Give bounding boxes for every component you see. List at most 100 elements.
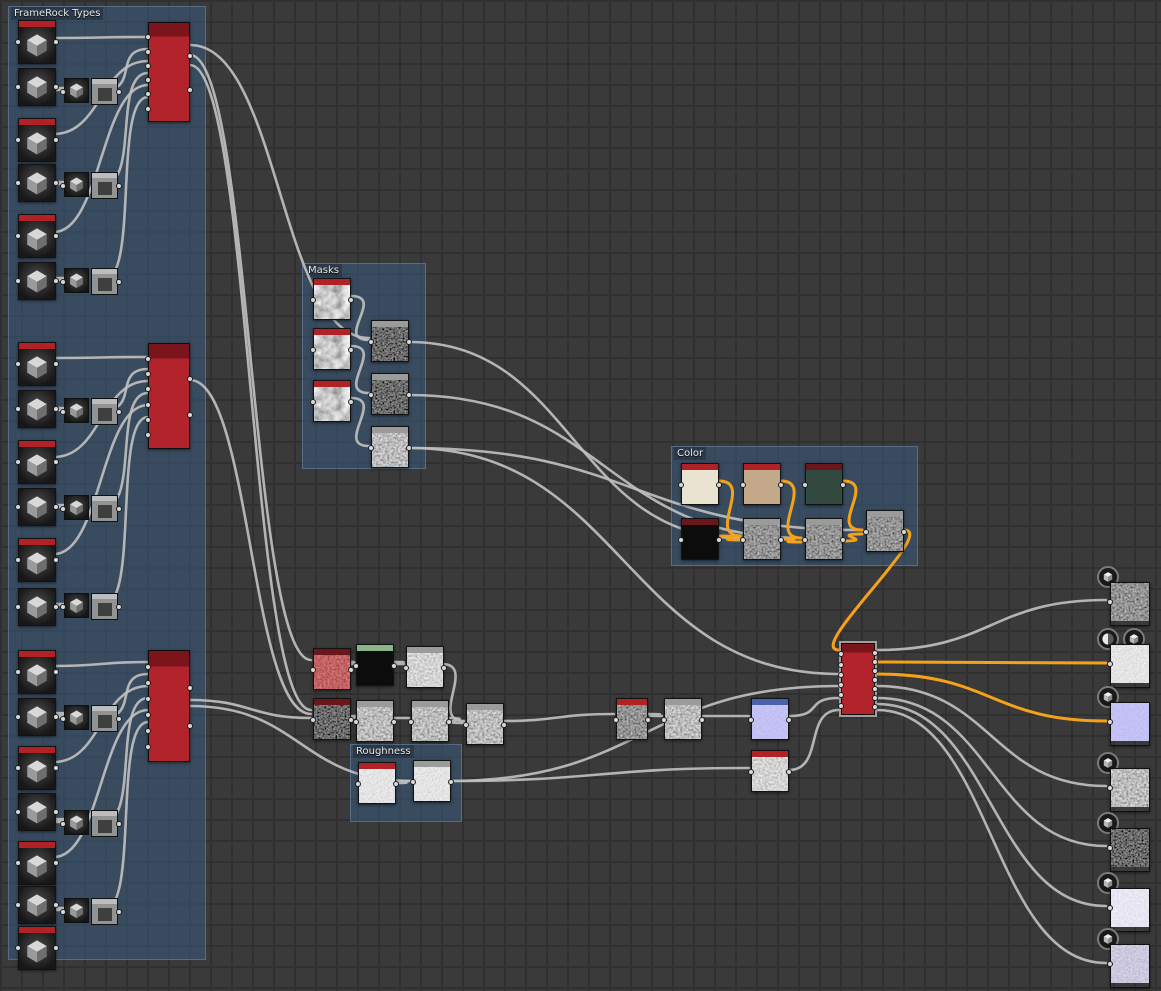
multi-blend-node[interactable]	[145, 343, 193, 449]
input-port[interactable]	[838, 661, 844, 668]
output-port[interactable]	[872, 704, 878, 710]
color-node[interactable]	[678, 518, 722, 560]
texture-node[interactable]	[310, 698, 354, 740]
input-port[interactable]	[748, 769, 754, 775]
input-port[interactable]	[60, 278, 66, 285]
input-port[interactable]	[60, 505, 66, 512]
output-port[interactable]	[393, 781, 399, 787]
output-node-thumbnail[interactable]	[1107, 828, 1150, 872]
input-port[interactable]	[408, 719, 414, 725]
input-port[interactable]	[368, 392, 374, 398]
output-port[interactable]	[116, 505, 122, 512]
input-port[interactable]	[15, 504, 21, 510]
output-port[interactable]	[53, 765, 59, 771]
output-port[interactable]	[53, 669, 59, 675]
input-port[interactable]	[15, 604, 21, 610]
input-port[interactable]	[145, 401, 151, 408]
input-port[interactable]	[145, 62, 151, 69]
output-port[interactable]	[699, 717, 705, 723]
texture-node[interactable]	[310, 648, 354, 690]
texture-node[interactable]	[613, 698, 651, 740]
texture-node[interactable]	[310, 328, 354, 370]
input-port[interactable]	[838, 682, 844, 689]
input-port[interactable]	[802, 482, 808, 488]
output-port[interactable]	[53, 604, 59, 610]
input-port[interactable]	[15, 902, 21, 908]
output-port[interactable]	[116, 182, 122, 189]
transform-node-pair[interactable]	[60, 495, 122, 522]
transform-node[interactable]	[91, 268, 118, 295]
transform-node[interactable]	[91, 705, 118, 732]
texture-node[interactable]	[748, 750, 792, 792]
output-port[interactable]	[53, 406, 59, 412]
input-port[interactable]	[613, 717, 619, 723]
input-port[interactable]	[748, 717, 754, 723]
shape-3d-node[interactable]	[15, 698, 59, 736]
input-port[interactable]	[740, 482, 746, 488]
input-port[interactable]	[145, 371, 151, 378]
output-port[interactable]	[716, 537, 722, 543]
output-port[interactable]	[53, 137, 59, 143]
shape-3d-node[interactable]	[15, 440, 59, 484]
output-port[interactable]	[872, 677, 878, 683]
input-port[interactable]	[60, 603, 66, 610]
output-port[interactable]	[840, 537, 846, 543]
output-port[interactable]	[53, 84, 59, 90]
input-port[interactable]	[145, 431, 151, 438]
input-port[interactable]	[145, 34, 151, 41]
input-port[interactable]	[145, 105, 151, 112]
input-port[interactable]	[145, 91, 151, 98]
input-port[interactable]	[145, 728, 151, 734]
input-port[interactable]	[15, 765, 21, 771]
output-port[interactable]	[446, 719, 452, 725]
output-port[interactable]	[53, 180, 59, 186]
output-node-thumbnail[interactable]	[1107, 944, 1150, 988]
output-port[interactable]	[53, 557, 59, 563]
input-port[interactable]	[15, 233, 21, 239]
output-port[interactable]	[786, 769, 792, 775]
input-port[interactable]	[15, 860, 21, 866]
output-port[interactable]	[872, 668, 878, 674]
transform-node[interactable]	[91, 172, 118, 199]
input-port[interactable]	[60, 820, 66, 827]
input-port[interactable]	[1107, 661, 1113, 667]
shape-3d-node[interactable]	[15, 886, 59, 924]
output-port[interactable]	[53, 504, 59, 510]
output-port[interactable]	[53, 361, 59, 367]
output-port[interactable]	[116, 908, 122, 915]
input-port[interactable]	[802, 537, 808, 543]
input-port[interactable]	[15, 406, 21, 412]
output-port[interactable]	[645, 717, 651, 723]
input-port[interactable]	[15, 137, 21, 143]
output-port[interactable]	[187, 86, 193, 93]
input-port[interactable]	[145, 77, 151, 84]
texture-node[interactable]	[310, 278, 354, 320]
input-port[interactable]	[1107, 961, 1113, 967]
input-port[interactable]	[15, 278, 21, 284]
input-port[interactable]	[353, 663, 359, 669]
input-port[interactable]	[678, 482, 684, 488]
shape-3d-node[interactable]	[15, 164, 59, 202]
input-port[interactable]	[310, 667, 316, 673]
input-port[interactable]	[463, 722, 469, 728]
texture-node[interactable]	[802, 518, 846, 560]
material-blend-node-selected[interactable]	[838, 643, 878, 715]
output-port[interactable]	[53, 902, 59, 908]
output-port[interactable]	[53, 278, 59, 284]
input-port[interactable]	[145, 696, 151, 702]
output-port[interactable]	[901, 529, 907, 535]
output-node-thumbnail[interactable]	[1107, 702, 1150, 746]
input-port[interactable]	[410, 779, 416, 785]
input-port[interactable]	[403, 665, 409, 671]
input-port[interactable]	[15, 809, 21, 815]
input-port[interactable]	[15, 714, 21, 720]
output-port[interactable]	[53, 860, 59, 866]
output-port[interactable]	[872, 686, 878, 692]
input-port[interactable]	[1107, 845, 1113, 851]
shape-3d-node[interactable]	[15, 841, 59, 885]
output-port[interactable]	[116, 88, 122, 95]
color-node[interactable]	[678, 463, 722, 505]
transform-node[interactable]	[91, 495, 118, 522]
input-port[interactable]	[1107, 785, 1113, 791]
